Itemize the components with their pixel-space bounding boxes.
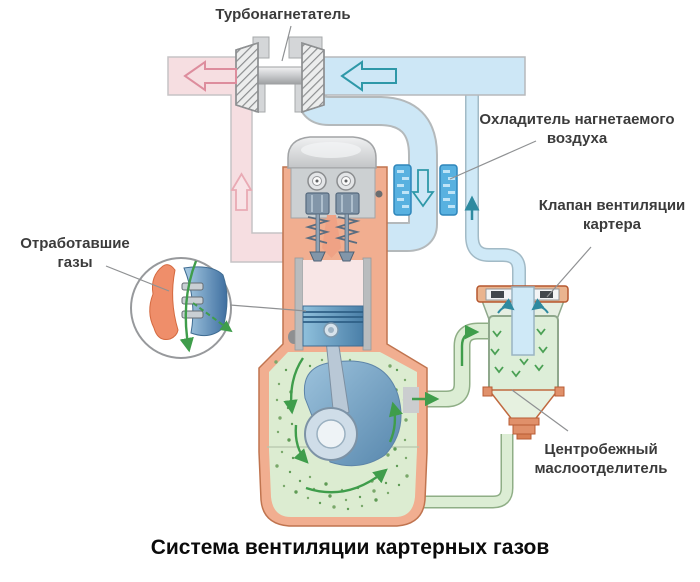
cylinder-head-interior <box>290 167 376 219</box>
leader-cooler <box>449 140 537 180</box>
leader-lines <box>105 25 592 432</box>
diagram-title: Система вентиляции картерных газов <box>150 536 550 559</box>
intake-in-arrow <box>340 60 397 92</box>
leader-vent-valve <box>546 246 592 298</box>
charge-air-down-arrow <box>411 169 435 208</box>
inset-cylinder-wall <box>149 264 179 340</box>
piston <box>302 305 364 347</box>
label-crankcase-vent-valve: Клапан вентиляции картера <box>538 197 686 234</box>
separator-swirl-marks <box>490 328 548 378</box>
label-exhaust-gases: Отработавшие газы <box>20 235 130 272</box>
separator-funnel <box>487 389 560 423</box>
leader-inset-to-engine <box>229 304 307 312</box>
gas-flow-arrows <box>283 324 480 494</box>
blowby-inset <box>130 257 233 359</box>
turbocharger-drawing <box>235 36 325 114</box>
leader-oil-separator <box>511 389 569 432</box>
valve-assemblies <box>304 192 361 262</box>
camshaft-journals <box>307 171 356 191</box>
leader-exhaust-gases <box>105 265 170 292</box>
label-turbocharger: Турбонагнетатель <box>215 6 351 23</box>
exhaust-up-arrow <box>230 172 253 211</box>
breather-pipe <box>465 93 526 292</box>
leader-turbocharger <box>281 25 292 62</box>
exhaust-out-arrow <box>183 60 237 92</box>
label-charge-air-cooler: Охладитель нагнетаемого воздуха <box>479 111 675 148</box>
label-oil-separator: Центробежный маслоотделитель <box>534 441 668 478</box>
oil-separator-drawing <box>476 285 569 440</box>
compressor-wheel <box>301 41 325 114</box>
turbo-shaft <box>257 66 305 85</box>
turbine-wheel <box>235 41 259 114</box>
engine-drawing <box>258 136 480 527</box>
exhaust-pipe <box>167 56 284 263</box>
separator-outlet-tube <box>511 286 535 356</box>
oil-drain-pipe <box>414 434 514 509</box>
inset-piston-rings <box>181 282 204 319</box>
